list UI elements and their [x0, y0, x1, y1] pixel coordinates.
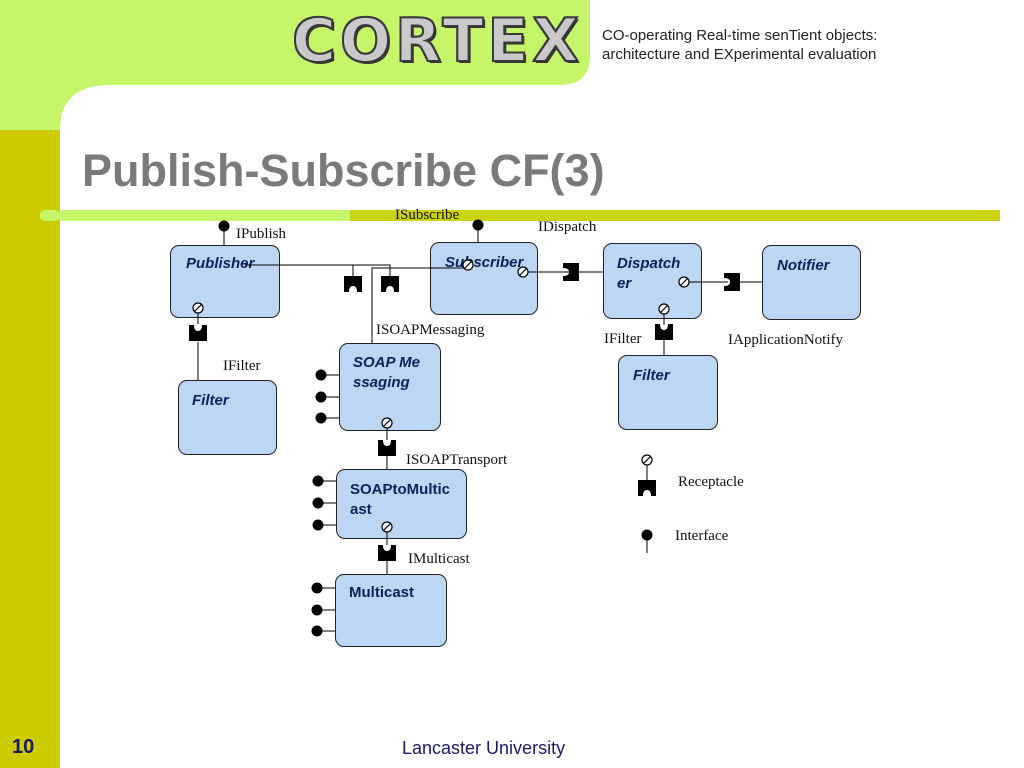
filter-right-label: Filter	[633, 367, 670, 384]
multicast-box	[335, 574, 447, 647]
ifilter-left-label: IFilter	[223, 358, 261, 374]
subtitle-line-2: architecture and EXperimental evaluation	[602, 46, 877, 63]
isubscribe-label: ISubscribe	[395, 207, 460, 223]
publisher-label: Publisher	[186, 255, 255, 272]
page-number: 10	[12, 736, 35, 758]
legend-receptacle-label: Receptacle	[678, 474, 744, 490]
soap-to-multicast-box	[336, 469, 467, 539]
cortex-logo: CORTEX	[291, 5, 583, 77]
isoapmessaging-label: ISOAPMessaging	[376, 322, 485, 338]
notifier-box	[762, 245, 861, 320]
filter-left-box	[178, 380, 277, 455]
dispatcher-box	[603, 243, 702, 319]
publisher-box	[170, 245, 280, 318]
legend-interface-label: Interface	[675, 528, 729, 544]
subtitle-line-1: CO-operating Real-time senTient objects:	[602, 27, 878, 44]
footer-text: Lancaster University	[402, 738, 566, 758]
project-subtitle: CO-operating Real-time senTient objects:…	[602, 26, 877, 64]
soap-messaging-box	[339, 343, 441, 431]
multicast-label: Multicast	[349, 584, 415, 601]
ifilter-right-label: IFilter	[604, 331, 642, 347]
ipublish-label: IPublish	[236, 226, 287, 242]
iapplicationnotify-label: IApplicationNotify	[728, 332, 843, 348]
soap-to-multicast-label: SOAPtoMulticast	[350, 481, 450, 518]
soap-messaging-label: SOAP Messaging	[353, 354, 420, 391]
isoaptransport-label: ISOAPTransport	[406, 452, 508, 468]
idispatch-label: IDispatch	[538, 219, 597, 235]
imulticast-label: IMulticast	[408, 551, 470, 567]
filter-right-box	[618, 355, 718, 430]
notifier-label: Notifier	[777, 257, 830, 274]
subscriber-box	[430, 242, 538, 315]
dispatcher-label: Dispatcher	[617, 255, 681, 292]
filter-left-label: Filter	[192, 392, 229, 409]
slide-title: Publish-Subscribe CF(3)	[82, 145, 605, 196]
